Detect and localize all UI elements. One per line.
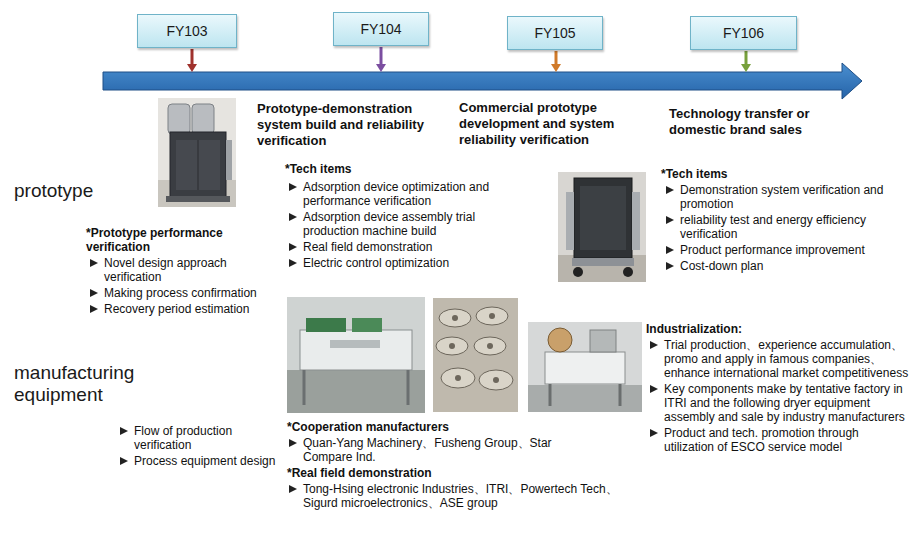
year-box: FY105 bbox=[507, 16, 603, 50]
winding-machine-photo bbox=[528, 322, 642, 412]
bullet-item: Demonstration system verification and pr… bbox=[664, 183, 910, 211]
year-box: FY106 bbox=[690, 16, 797, 50]
bullet-item: Tong-Hsing electronic Industries、ITRI、Po… bbox=[287, 482, 632, 510]
stage-heading: Technology transfer or domestic brand sa… bbox=[669, 106, 869, 138]
bullet-item: Recovery period estimation bbox=[88, 302, 264, 316]
section-heading: *Prototype performance verification bbox=[86, 226, 258, 254]
year-box: FY104 bbox=[333, 12, 429, 46]
year-label: FY104 bbox=[360, 21, 401, 37]
year-box: FY103 bbox=[137, 14, 237, 48]
adsorption-wheels-photo bbox=[433, 298, 518, 412]
row-label: manufacturing equipment bbox=[14, 362, 164, 406]
bullet-item: reliability test and energy efficiency v… bbox=[664, 213, 910, 241]
bullet-item: Electric control optimization bbox=[287, 256, 517, 270]
bullet-item: Process equipment design bbox=[118, 454, 283, 468]
bullet-item: Flow of production verification bbox=[118, 424, 283, 452]
assembly-machine-photo bbox=[287, 297, 425, 413]
prototype-photo bbox=[158, 98, 236, 207]
section-heading: *Tech items bbox=[661, 167, 727, 181]
bullet-item: Trial production、experience accumulation… bbox=[648, 338, 910, 380]
year-label: FY103 bbox=[166, 23, 207, 39]
bullet-item: Real field demonstration bbox=[287, 240, 517, 254]
bullet-item: Making process confirmation bbox=[88, 286, 264, 300]
year-label: FY106 bbox=[723, 25, 764, 41]
section-heading: Industrialization: bbox=[646, 322, 742, 336]
stage-heading: Commercial prototype development and sys… bbox=[459, 100, 631, 148]
section-heading: *Real field demonstration bbox=[287, 466, 432, 480]
stage-heading: Prototype-demonstration system build and… bbox=[257, 101, 435, 149]
bullet-item: Product and tech. promotion through util… bbox=[648, 426, 910, 454]
timeline-arrow bbox=[103, 63, 862, 99]
row-label: prototype bbox=[14, 180, 93, 202]
commercial-prototype-photo bbox=[558, 172, 646, 282]
bullet-item: Key components make by tentative factory… bbox=[648, 382, 910, 424]
section-heading: *Tech items bbox=[285, 162, 351, 176]
bullet-item: Adsorption device optimization and perfo… bbox=[287, 180, 517, 208]
bullet-item: Adsorption device assembly trial product… bbox=[287, 210, 517, 238]
bullet-item: Novel design approach verification bbox=[88, 256, 264, 284]
bullet-item: Cost-down plan bbox=[664, 259, 910, 273]
bullet-item: Quan-Yang Machinery、Fusheng Group、Star C… bbox=[287, 436, 552, 464]
year-ticks bbox=[187, 47, 751, 72]
year-label: FY105 bbox=[534, 25, 575, 41]
bullet-item: Product performance improvement bbox=[664, 243, 910, 257]
section-heading: *Cooperation manufacturers bbox=[287, 420, 449, 434]
